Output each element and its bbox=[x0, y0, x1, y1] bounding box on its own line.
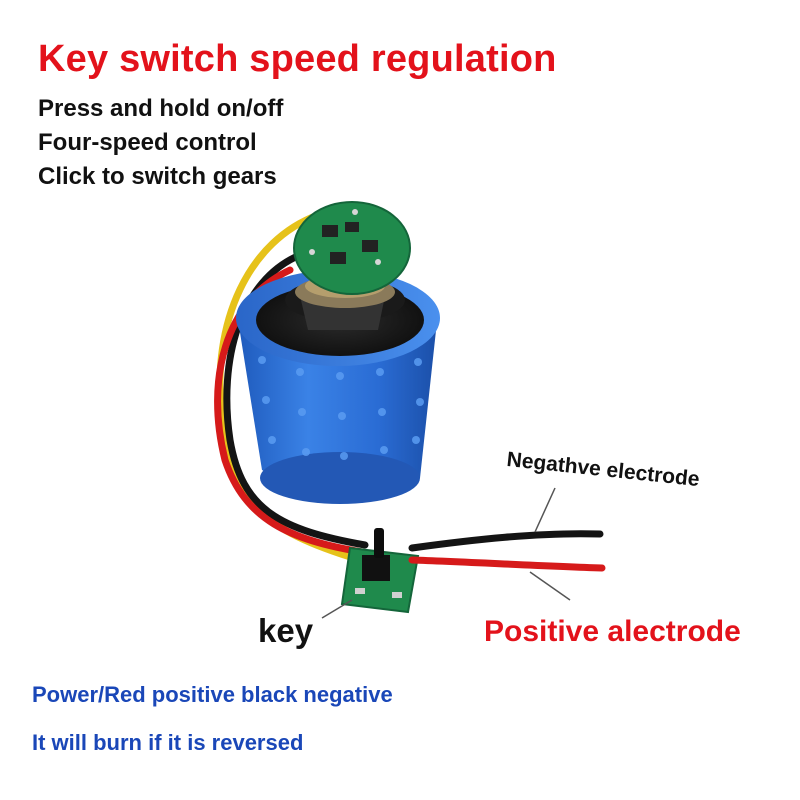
warning-note: It will burn if it is reversed bbox=[32, 730, 304, 755]
cup-bottom bbox=[260, 452, 420, 504]
key-switch-board bbox=[340, 528, 420, 614]
feature-item: Press and hold on/off bbox=[38, 95, 284, 122]
feature-list: Press and hold on/off Four-speed control… bbox=[38, 92, 283, 194]
negative-pointer-line bbox=[534, 487, 556, 533]
feature-item: Click to switch gears bbox=[38, 163, 277, 190]
polarity-note: Power/Red positive black negative bbox=[32, 682, 393, 707]
red-wire-right bbox=[408, 556, 606, 572]
feature-item: Four-speed control bbox=[38, 129, 257, 156]
positive-electrode-label: Positive alectrode bbox=[484, 615, 741, 648]
key-label: key bbox=[258, 612, 314, 649]
cup-bumps bbox=[258, 356, 424, 460]
black-wire-right bbox=[408, 530, 604, 552]
page-title: Key switch speed regulation bbox=[38, 38, 557, 80]
top-circuit-board bbox=[293, 201, 411, 295]
positive-pointer-line bbox=[529, 571, 571, 601]
key-pointer-line bbox=[321, 599, 353, 619]
